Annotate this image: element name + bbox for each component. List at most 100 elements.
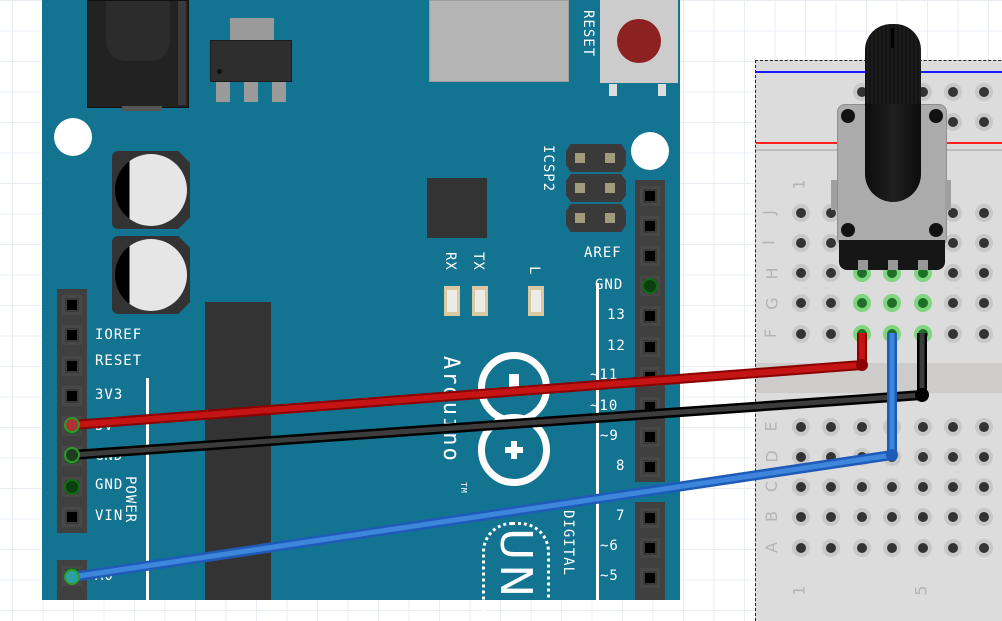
red-wire-end[interactable] xyxy=(856,359,868,371)
breadboard-hole[interactable] xyxy=(944,478,962,496)
breadboard-hole[interactable] xyxy=(792,234,810,252)
rail-hole[interactable] xyxy=(975,83,993,101)
breadboard-hole[interactable] xyxy=(883,294,901,312)
power-pin-vin[interactable] xyxy=(62,507,82,527)
breadboard-hole[interactable] xyxy=(975,294,993,312)
power-pin-gnd-2[interactable] xyxy=(62,477,82,497)
power-pin-reset[interactable] xyxy=(62,356,82,376)
digital-pin[interactable] xyxy=(640,186,660,206)
breadboard-hole[interactable] xyxy=(944,448,962,466)
breadboard-hole[interactable] xyxy=(883,508,901,526)
rail-hole[interactable] xyxy=(944,83,962,101)
black-gnd-wire[interactable] xyxy=(71,333,929,460)
digital-pin-9[interactable] xyxy=(640,427,660,447)
breadboard-hole[interactable] xyxy=(975,418,993,436)
breadboard-hole[interactable] xyxy=(792,539,810,557)
breadboard-hole[interactable] xyxy=(975,264,993,282)
tx-led xyxy=(472,286,488,316)
trademark-label: TM xyxy=(459,482,468,494)
breadboard-hole[interactable] xyxy=(914,508,932,526)
digital-pin-gnd[interactable] xyxy=(640,276,660,296)
icsp2-pin-pair xyxy=(566,144,626,172)
ioref-label: IOREF xyxy=(95,327,143,343)
breadboard-hole[interactable] xyxy=(853,418,871,436)
breadboard-hole[interactable] xyxy=(792,294,810,312)
red-5v-wire[interactable] xyxy=(71,333,868,430)
rail-hole[interactable] xyxy=(944,113,962,131)
digital-pin-aref[interactable] xyxy=(640,246,660,266)
breadboard-hole[interactable] xyxy=(944,325,962,343)
breadboard-hole[interactable] xyxy=(914,448,932,466)
blue-wire-end[interactable] xyxy=(886,449,898,461)
breadboard-hole[interactable] xyxy=(822,508,840,526)
breadboard-hole[interactable] xyxy=(944,234,962,252)
breadboard-hole[interactable] xyxy=(944,508,962,526)
usb-controller-chip xyxy=(427,178,487,238)
icsp2-pin-pair xyxy=(566,204,626,232)
breadboard-hole[interactable] xyxy=(822,325,840,343)
digital-pin-7[interactable] xyxy=(640,508,660,528)
breadboard-hole[interactable] xyxy=(914,539,932,557)
digital-pin-8[interactable] xyxy=(640,457,660,477)
breadboard-hole[interactable] xyxy=(792,325,810,343)
breadboard-hole[interactable] xyxy=(975,478,993,496)
pin-8-label: 8 xyxy=(616,458,626,474)
breadboard-hole[interactable] xyxy=(853,508,871,526)
rail-hole[interactable] xyxy=(975,113,993,131)
breadboard-hole[interactable] xyxy=(944,294,962,312)
breadboard-hole[interactable] xyxy=(975,539,993,557)
breadboard-hole[interactable] xyxy=(792,264,810,282)
breadboard-hole[interactable] xyxy=(822,264,840,282)
breadboard-hole[interactable] xyxy=(975,508,993,526)
power-pin-3v3[interactable] xyxy=(62,386,82,406)
reset-button[interactable] xyxy=(600,0,678,83)
breadboard-hole[interactable] xyxy=(883,478,901,496)
breadboard-hole[interactable] xyxy=(792,448,810,466)
breadboard-hole[interactable] xyxy=(853,539,871,557)
breadboard-hole[interactable] xyxy=(975,448,993,466)
potentiometer-knob[interactable] xyxy=(865,24,921,104)
breadboard-hole[interactable] xyxy=(792,204,810,222)
breadboard-hole[interactable] xyxy=(792,478,810,496)
breadboard-hole[interactable] xyxy=(822,539,840,557)
digital-pin-6[interactable] xyxy=(640,538,660,558)
potentiometer[interactable] xyxy=(831,24,951,270)
pin-9-label: ~9 xyxy=(600,428,619,444)
blue-a0-wire[interactable] xyxy=(71,333,898,582)
breadboard-hole[interactable] xyxy=(914,294,932,312)
power-pin[interactable] xyxy=(62,295,82,315)
digital-pin-12[interactable] xyxy=(640,337,660,357)
black-wire-end[interactable] xyxy=(915,388,929,402)
power-pin-ioref[interactable] xyxy=(62,325,82,345)
knob-indicator xyxy=(891,28,894,48)
wire-endpoint-5v xyxy=(64,417,80,433)
digital-pin[interactable] xyxy=(640,216,660,236)
breadboard-hole[interactable] xyxy=(944,418,962,436)
reset-label: RESET xyxy=(580,10,596,58)
breadboard-hole[interactable] xyxy=(914,478,932,496)
breadboard-hole[interactable] xyxy=(822,478,840,496)
digital-pin-5[interactable] xyxy=(640,568,660,588)
breadboard-hole[interactable] xyxy=(853,478,871,496)
breadboard-hole[interactable] xyxy=(822,418,840,436)
breadboard-hole[interactable] xyxy=(975,204,993,222)
arduino-logo-text: Arduino xyxy=(438,356,463,463)
l-label: L xyxy=(526,266,542,276)
breadboard-hole[interactable] xyxy=(792,418,810,436)
breadboard-hole[interactable] xyxy=(975,325,993,343)
reset-pin-label: RESET xyxy=(95,353,143,369)
breadboard-hole[interactable] xyxy=(853,294,871,312)
breadboard-hole[interactable] xyxy=(944,264,962,282)
rx-led xyxy=(444,286,460,316)
digital-pin-13[interactable] xyxy=(640,306,660,326)
breadboard-hole[interactable] xyxy=(822,294,840,312)
pin-11-label: ~11 xyxy=(590,367,619,383)
breadboard-hole[interactable] xyxy=(914,418,932,436)
breadboard-hole[interactable] xyxy=(822,234,840,252)
breadboard-hole[interactable] xyxy=(792,508,810,526)
breadboard-hole[interactable] xyxy=(883,539,901,557)
breadboard-hole[interactable] xyxy=(944,539,962,557)
digital-section-label: DIGITAL xyxy=(560,510,576,577)
breadboard-hole[interactable] xyxy=(975,234,993,252)
voltage-regulator xyxy=(230,18,274,40)
